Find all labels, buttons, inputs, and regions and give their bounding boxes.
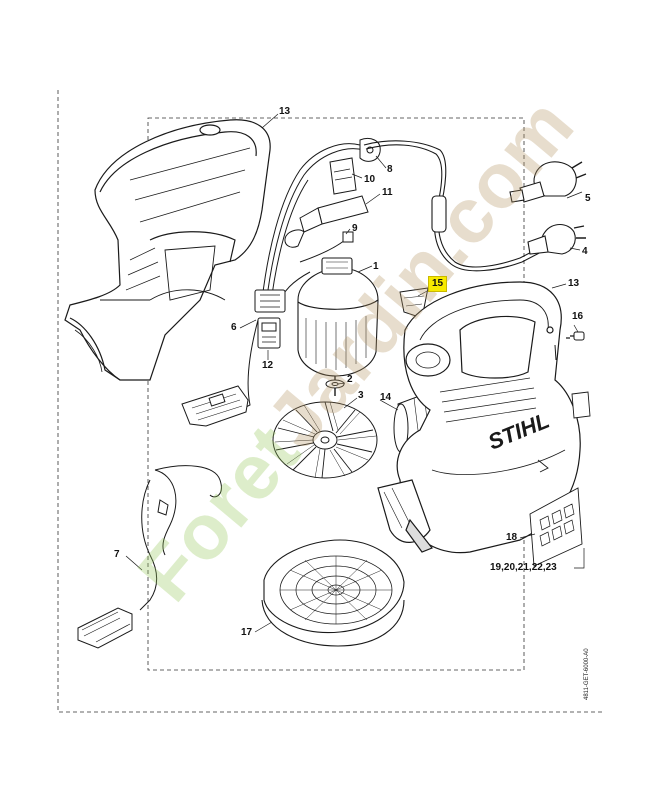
plug-part-5 [509, 161, 587, 203]
callout-16: 16 [572, 311, 584, 322]
callout-1: 1 [373, 261, 379, 272]
cable-switch-part-7 [77, 465, 222, 649]
switch-trigger [181, 385, 249, 427]
callout-5: 5 [585, 193, 591, 204]
terminal-part-6 [254, 289, 286, 313]
callout-7: 7 [114, 549, 120, 560]
callout-3: 3 [358, 390, 364, 401]
callout-6: 6 [231, 322, 237, 333]
callout-14: 14 [380, 392, 392, 403]
callout-8: 8 [387, 164, 393, 175]
callout-13-top: 13 [279, 106, 291, 117]
fan-impeller-part-3 [272, 401, 378, 479]
drawing-code: 4811-GET-6000-A0 [584, 648, 590, 700]
power-cord [363, 140, 546, 272]
screw-part-16 [566, 331, 585, 341]
grille-cover-part-17 [261, 539, 405, 647]
plug-part-4 [527, 223, 586, 255]
callout-4: 4 [582, 246, 588, 257]
blower-housing-right [377, 281, 581, 554]
washer-part-2 [325, 379, 345, 389]
warning-labels-part-18 [529, 391, 591, 567]
strain-relief-part-11 [284, 195, 369, 248]
callout-17: 17 [241, 627, 253, 638]
callout-19-23: 19,20,21,22,23 [490, 562, 557, 573]
callout-15: 15 [428, 276, 448, 292]
callout-13-right: 13 [568, 278, 580, 289]
motor-part-1 [297, 257, 379, 396]
callout-18: 18 [506, 532, 518, 543]
switch-block-part-12 [257, 317, 281, 349]
callout-12: 12 [262, 360, 274, 371]
callout-11: 11 [382, 187, 393, 198]
callout-10: 10 [364, 174, 376, 185]
internal-wiring [239, 143, 365, 411]
housing-shell-left [64, 119, 271, 381]
connector-part-10 [329, 157, 357, 195]
callout-9: 9 [352, 223, 358, 234]
leader-lines [125, 113, 585, 633]
callout-2: 2 [347, 374, 353, 385]
